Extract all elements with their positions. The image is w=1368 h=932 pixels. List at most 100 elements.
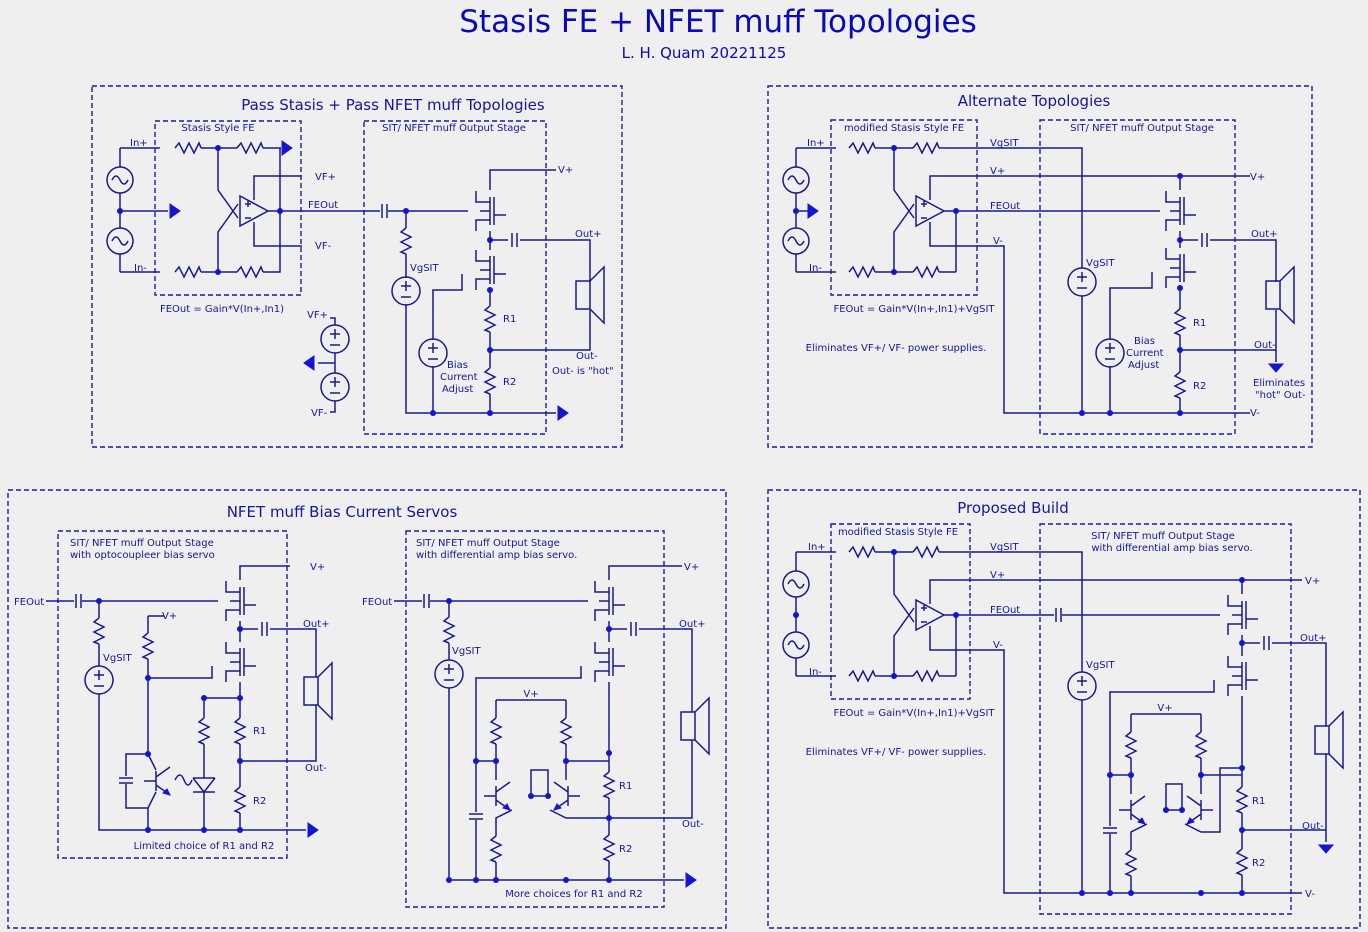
schematic-label: V+ <box>523 689 538 700</box>
schematic-label: V+ <box>558 165 573 176</box>
panel-border <box>767 489 1361 929</box>
output-subbox-label: SIT/ NFET muff Output Stage <box>382 123 526 134</box>
schematic-label: Eliminates VF+/ VF- power supplies. <box>806 343 987 354</box>
schematic-label: VF- <box>311 408 328 419</box>
schematic-label: FEOut <box>362 597 392 608</box>
schematic-label: with differential amp bias servo. <box>416 550 577 561</box>
schematic-label: VgSIT <box>1086 258 1115 269</box>
schematic-label: R2 <box>619 844 632 855</box>
schematic-label: FEOut = Gain*V(In+,In1)+VgSIT <box>833 708 995 719</box>
schematic-label: R1 <box>503 314 516 325</box>
schematic-label: V+ <box>684 562 699 573</box>
schematic-label: Out+ <box>1251 229 1278 240</box>
panel-bias-servos: NFET muff Bias Current Servos SIT/ NFET … <box>7 489 727 929</box>
page-title: Stasis FE + NFET muff Topologies <box>459 4 977 40</box>
panel-border <box>91 85 623 448</box>
schematic-label: In- <box>809 667 822 678</box>
schematic-label: Bias <box>1134 336 1155 347</box>
fe-subbox <box>154 120 302 296</box>
panel-proposed-build: Proposed Build modified Stasis Style FE … <box>767 489 1361 929</box>
schematic-label: VgSIT <box>990 542 1019 553</box>
schematic-label: Proposed Build <box>957 499 1068 517</box>
schematic-label: FEOut <box>14 597 44 608</box>
schematic-label: Eliminates <box>1253 378 1305 389</box>
schematic-label: VgSIT <box>410 263 439 274</box>
schematic-label: V- <box>993 640 1003 651</box>
schematic-label: R1 <box>1193 318 1206 329</box>
input-source-plus <box>106 166 134 194</box>
schematic-label: V+ <box>990 570 1005 581</box>
schematic-label: Out+ <box>575 229 602 240</box>
schematic-label: VgSIT <box>103 653 132 664</box>
panel-heading: Pass Stasis + Pass NFET muff Topologies <box>241 96 545 114</box>
schematic-label: Adjust <box>442 384 473 395</box>
schematic-label: V- <box>1250 408 1260 419</box>
schematic-label: Limited choice of R1 and R2 <box>134 841 275 852</box>
schematic-label: Out- <box>1302 821 1324 832</box>
schematic-label: Adjust <box>1128 360 1159 371</box>
schematic-label: modified Stasis Style FE <box>844 123 964 134</box>
schematic-label: V+ <box>1305 576 1320 587</box>
schematic-label: FEOut <box>990 201 1020 212</box>
schematic-label: VF- <box>315 241 332 252</box>
schematic-label: FEOut <box>308 200 338 211</box>
schematic-label: modified Stasis Style FE <box>838 527 958 538</box>
schematic-label: Alternate Topologies <box>958 92 1111 110</box>
schematic-label: VF+ <box>315 172 336 183</box>
schematic-label: with optocoupleer bias servo <box>70 550 215 561</box>
schematic-label: Out+ <box>1300 633 1327 644</box>
schematic-label: V+ <box>990 166 1005 177</box>
schematic-label: In- <box>134 263 147 274</box>
schematic-label: SIT/ NFET muff Output Stage <box>1091 531 1235 542</box>
schematic-label: "hot" Out- <box>1255 390 1306 401</box>
schematic-label: Current <box>1126 348 1164 359</box>
schematic-label: Out- <box>305 763 327 774</box>
schematic-label: Out- <box>682 819 704 830</box>
schematic-label: R1 <box>253 726 266 737</box>
schematic-label: VF+ <box>307 310 328 321</box>
schematic-label: Eliminates VF+/ VF- power supplies. <box>806 747 987 758</box>
schematic-label: V+ <box>1250 172 1265 183</box>
schematic-label: In+ <box>808 542 826 553</box>
schematic-label: Out+ <box>679 619 706 630</box>
schematic-label: R2 <box>503 377 516 388</box>
schematic-label: More choices for R1 and R2 <box>505 889 642 900</box>
schematic-label: with differential amp bias servo. <box>1091 543 1252 554</box>
vgsit-source <box>391 276 421 306</box>
schematic-label: R2 <box>1193 381 1206 392</box>
schematic-label: R1 <box>1252 796 1265 807</box>
schematic-label: NFET muff Bias Current Servos <box>227 503 458 521</box>
panel-border <box>767 85 1313 448</box>
panel-alternate: Alternate Topologies modified Stasis Sty… <box>767 85 1313 448</box>
schematic-label: In+ <box>130 138 148 149</box>
fe-subbox-label: Stasis Style FE <box>181 123 254 134</box>
schematic-label: In+ <box>807 138 825 149</box>
schematic-label: Out- <box>1254 340 1276 351</box>
panel-pass-stasis: Pass Stasis + Pass NFET muff Topologies … <box>91 85 623 448</box>
schematic-label: Current <box>440 372 478 383</box>
schematic-label: V- <box>1305 889 1315 900</box>
schematic-label: In- <box>809 263 822 274</box>
schematic-label: SIT/ NFET muff Output Stage <box>70 538 214 549</box>
schematic-label: R2 <box>1252 858 1265 869</box>
panel-border <box>7 489 727 929</box>
schematic-label: Out- <box>576 351 598 362</box>
schematic-label: FEOut = Gain*V(In+,In1) <box>160 304 284 315</box>
schematic-label: V+ <box>162 611 177 622</box>
schematic-label: FEOut <box>990 605 1020 616</box>
page-subtitle: L. H. Quam 20221125 <box>622 44 787 62</box>
schematic-label: SIT/ NFET muff Output Stage <box>416 538 560 549</box>
schematic-label: Bias <box>447 360 468 371</box>
input-source-minus <box>106 227 134 255</box>
schematic-label: V+ <box>1157 703 1172 714</box>
schematic-label: FEOut = Gain*V(In+,In1)+VgSIT <box>833 304 995 315</box>
schematic-label: V+ <box>310 562 325 573</box>
schematic-label: R2 <box>253 796 266 807</box>
schematic-label: SIT/ NFET muff Output Stage <box>1070 123 1214 134</box>
schematic-label: R1 <box>619 781 632 792</box>
bias-adjust-source <box>418 338 448 368</box>
schematic-label: Out+ <box>303 619 330 630</box>
schematic-label: VgSIT <box>1086 660 1115 671</box>
schematic-label: VgSIT <box>990 138 1019 149</box>
